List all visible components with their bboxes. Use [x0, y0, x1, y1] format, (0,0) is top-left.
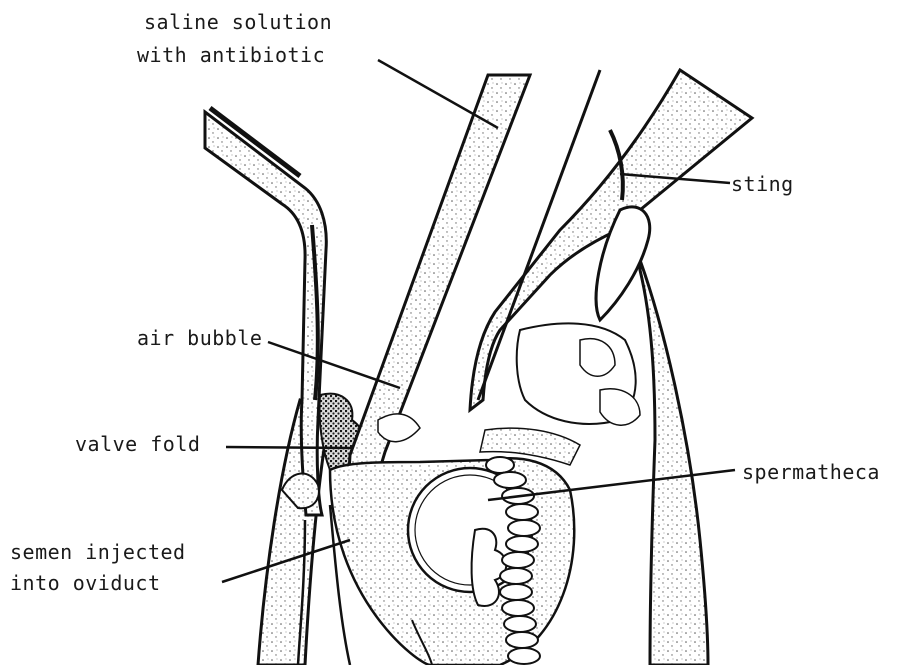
spermatheca-sac: [330, 458, 574, 665]
label-sting: sting: [731, 172, 794, 196]
internal-structures: [480, 323, 640, 465]
label-saline-line2: with antibiotic: [137, 43, 325, 67]
label-semen-line2: into oviduct: [10, 571, 161, 595]
label-semen-line1: semen injected: [10, 540, 186, 564]
label-saline-line1: saline solution: [144, 10, 332, 34]
label-air-bubble: air bubble: [137, 326, 262, 350]
label-spermatheca: spermatheca: [742, 460, 880, 484]
leader-valve-fold: [226, 447, 352, 448]
label-valve-fold: valve fold: [75, 432, 200, 456]
ventral-hook: [205, 108, 326, 515]
leader-air-bubble: [268, 342, 400, 388]
